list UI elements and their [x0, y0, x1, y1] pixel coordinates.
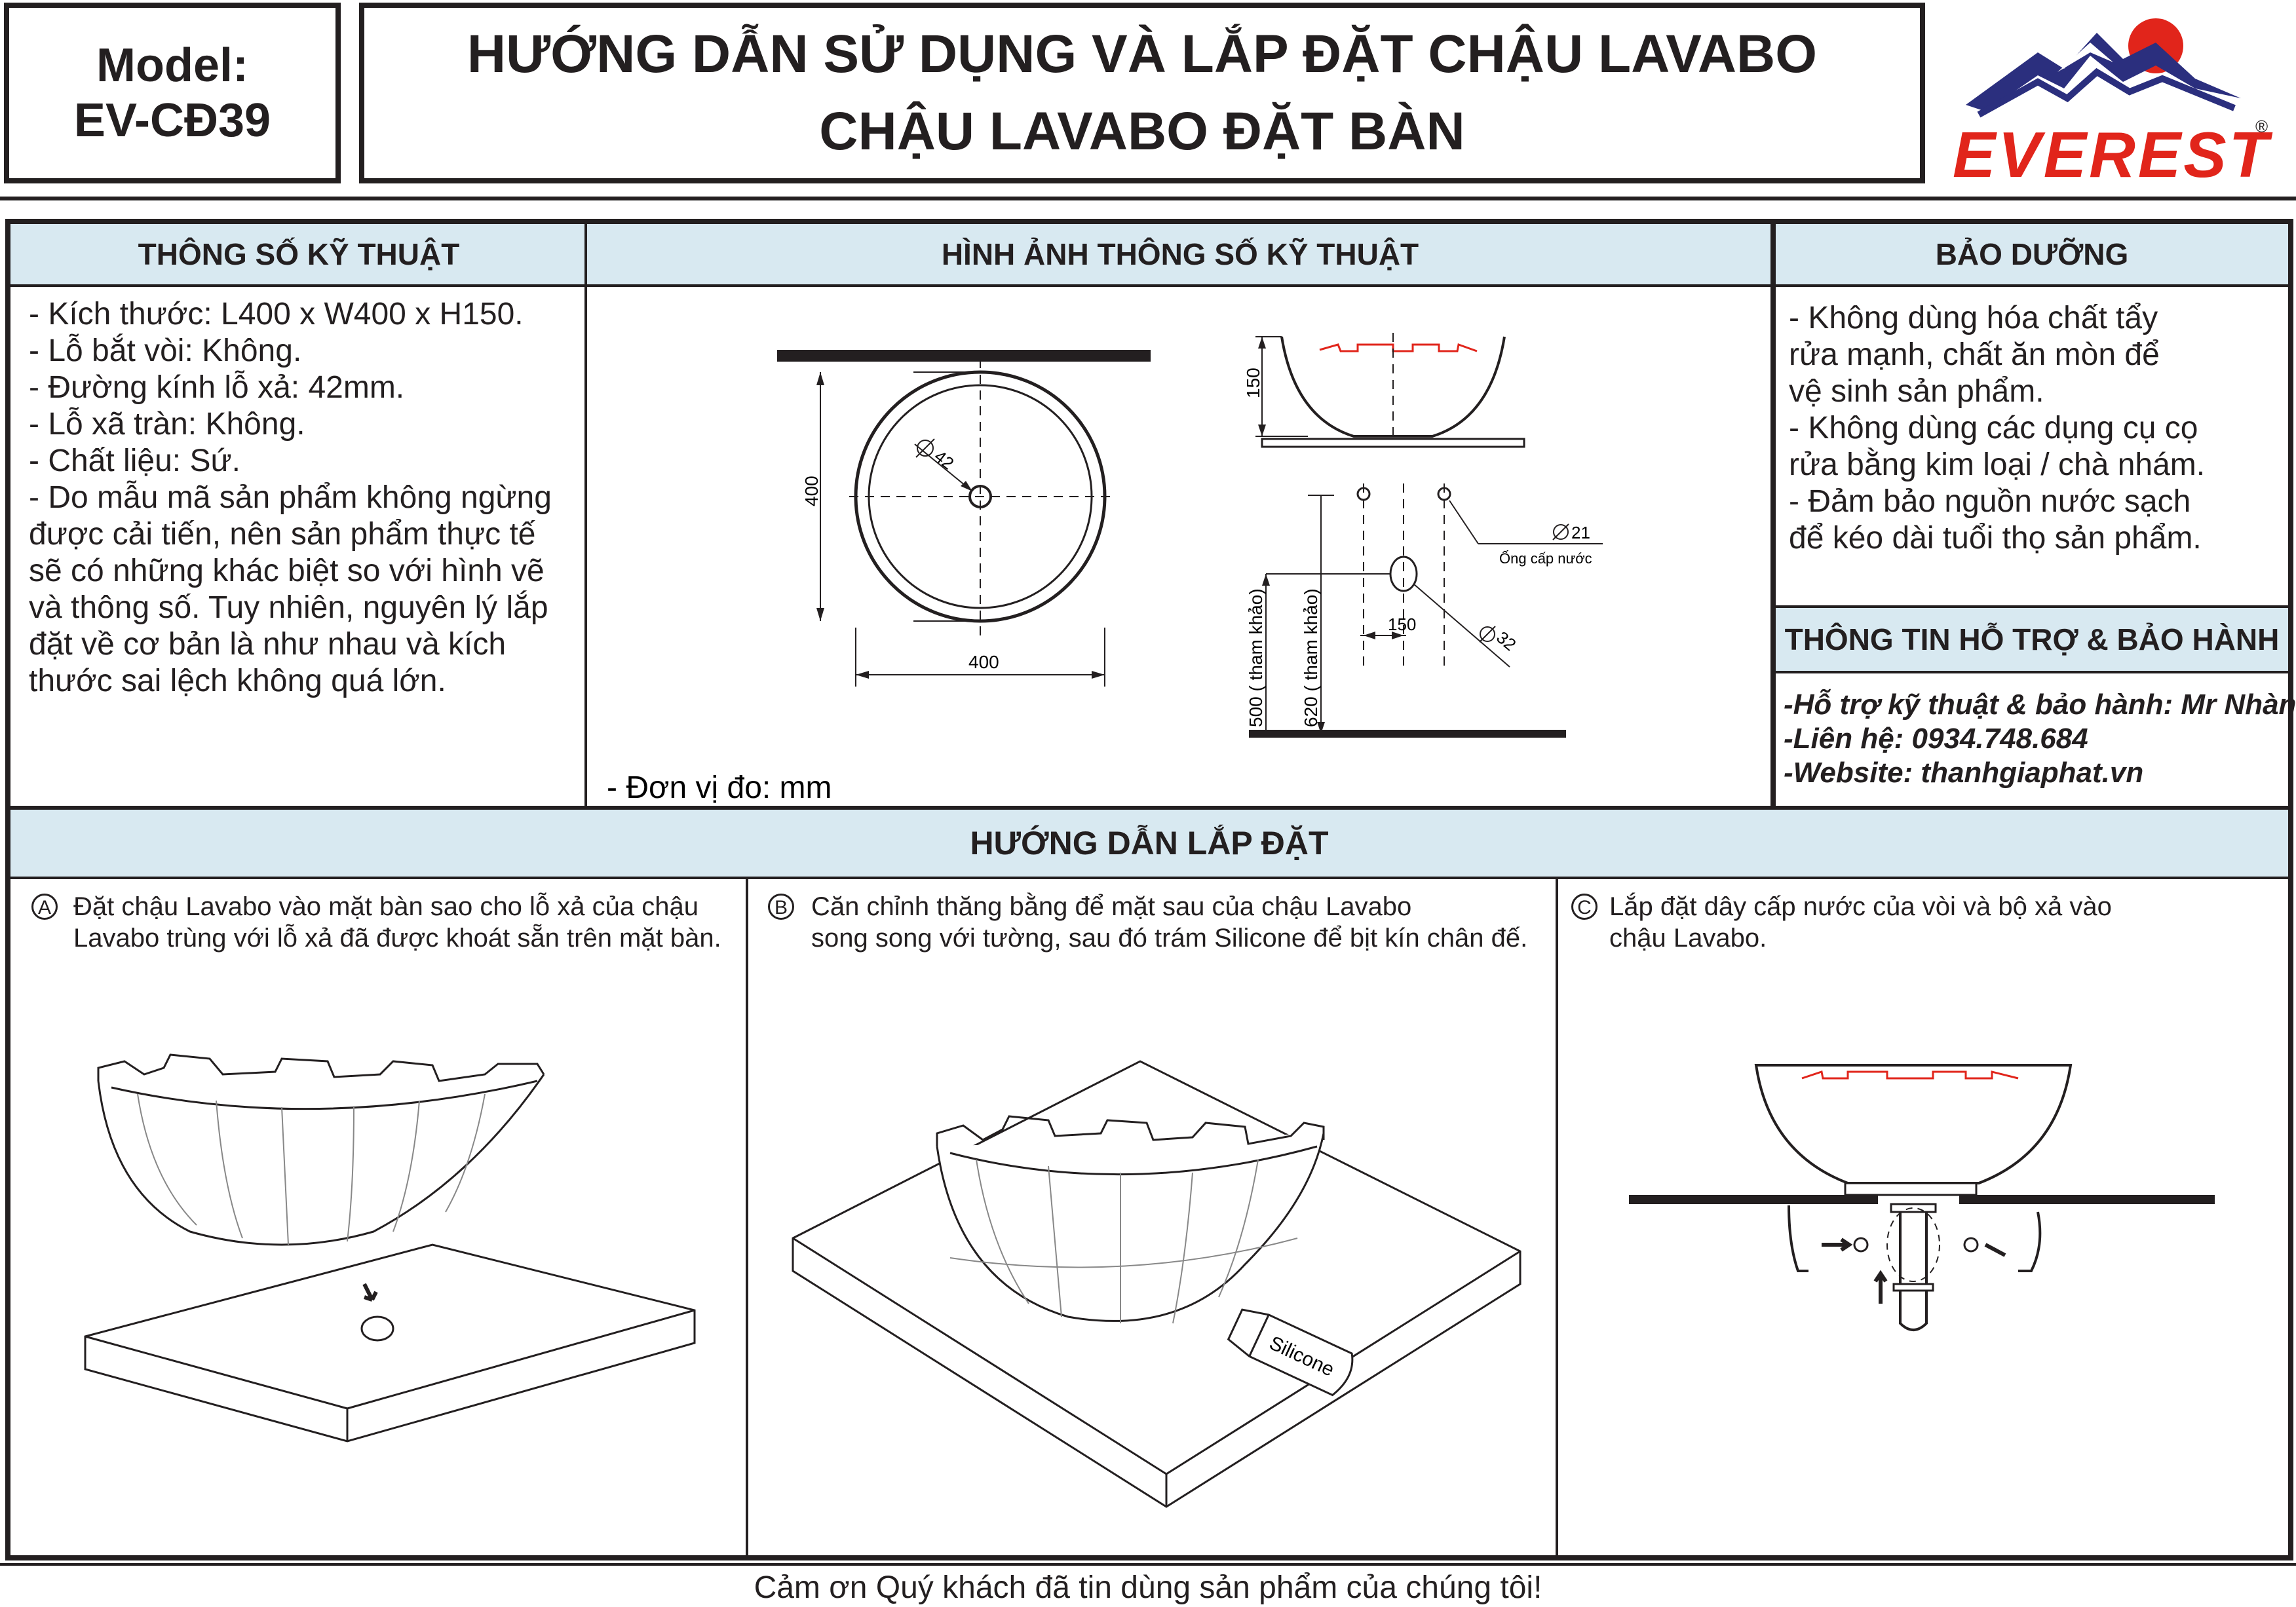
step-a-illustration — [84, 1053, 696, 1443]
maintenance-line: - Không dùng các dụng cụ cọ — [1789, 411, 2198, 445]
step-divider-2 — [1556, 879, 1558, 1560]
support-website: -Website: thanhgiaphat.vn — [1784, 757, 2144, 789]
spec-line: - Chất liệu: Sứ. — [29, 444, 240, 478]
install-heading: HƯỚNG DẪN LẮP ĐẶT — [10, 810, 2288, 879]
support-line: -Hỗ trợ kỹ thuật & bảo hành: Mr Nhàn — [1784, 689, 2296, 721]
spec-line: sẽ có những khác biệt so với hình vẽ — [29, 554, 545, 588]
spec-line: thước sai lệch không quá lớn. — [29, 664, 446, 698]
step-b-illustration: Silicone — [792, 1060, 1521, 1508]
support-heading: THÔNG TIN HỖ TRỢ & BẢO HÀNH — [1776, 608, 2288, 673]
countertop — [84, 1243, 696, 1443]
dim-150-height: 150 — [1243, 368, 1263, 398]
specs-list: - Kích thước: L400 x W400 x H150. - Lỗ b… — [29, 296, 586, 700]
spec-line: - Lỗ bắt vòi: Không. — [29, 333, 302, 368]
model-label: Model: — [96, 39, 248, 92]
step-a-text-1: Đặt chậu Lavabo vào mặt bàn sao cho lỗ x… — [73, 892, 698, 921]
main-frame — [5, 219, 2293, 1560]
spec-line: đặt về cơ bản là như nhau và kích — [29, 627, 507, 662]
install-divider-top — [10, 806, 2288, 810]
dim-d42: 42 — [930, 446, 957, 473]
step-b-badge: B — [768, 894, 794, 920]
step-c-badge: C — [1571, 894, 1598, 920]
maintenance-line: rửa mạnh, chất ăn mòn để — [1789, 337, 2160, 372]
mountain-logo-icon — [1966, 18, 2241, 118]
dim-400-horizontal: 400 — [968, 652, 999, 672]
model-box: Model: EV-CĐ39 — [4, 3, 341, 183]
page-title: HƯỚNG DẪN SỬ DỤNG VÀ LẮP ĐẶT CHẬU LAVABO — [467, 24, 1818, 84]
countertop-section — [1629, 1195, 1878, 1204]
dim-500-reference: 500 ( tham khảo) — [1246, 588, 1266, 727]
step-divider-1 — [746, 879, 748, 1560]
brand-name: EVEREST — [1953, 119, 2271, 191]
spec-line: - Do mẫu mã sản phẩm không ngừng — [29, 480, 552, 515]
footer-rule — [0, 1563, 2296, 1566]
maintenance-list: - Không dùng hóa chất tẩy rửa mạnh, chất… — [1789, 300, 2287, 557]
title-box: HƯỚNG DẪN SỬ DỤNG VÀ LẮP ĐẶT CHẬU LAVABO… — [359, 3, 1925, 183]
maintenance-line: - Không dùng hóa chất tẩy — [1789, 301, 2158, 335]
basin — [97, 1074, 545, 1246]
step-c-text-2: chậu Lavabo. — [1609, 924, 1767, 953]
col-divider-2 — [1770, 224, 1776, 807]
drain-outlet — [1389, 556, 1418, 592]
basin — [936, 1133, 1325, 1322]
maintenance-heading: BẢO DƯỠNG — [1776, 224, 2288, 287]
step-b-text-1: Căn chỉnh thăng bằng để mặt sau của chậu… — [811, 892, 1412, 921]
registered-mark: ® — [2255, 117, 2268, 136]
basin-side — [1754, 1064, 2073, 1184]
header-rule — [0, 197, 2296, 200]
maintenance-line: vệ sinh sản phẩm. — [1789, 374, 2044, 409]
countertop-side — [1261, 438, 1525, 448]
step-a: A Đặt chậu Lavabo vào mặt bàn sao cho lỗ… — [10, 891, 746, 954]
spec-line: - Đường kính lỗ xả: 42mm. — [29, 370, 405, 405]
spec-line: được cải tiến, nên sản phẩm thực tế — [29, 517, 536, 552]
counter-drain-hole — [360, 1315, 394, 1342]
step-c-text-1: Lắp đặt dây cấp nước của vòi và bộ xả và… — [1609, 892, 2112, 921]
step-c: C Lắp đặt dây cấp nước của vòi và bộ xả … — [1558, 891, 2288, 954]
step-a-text-2: Lavabo trùng với lỗ xả đã được khoát sẵn… — [73, 924, 721, 953]
dim-150-width: 150 — [1388, 614, 1416, 634]
spec-line: và thông số. Tuy nhiên, nguyên lý lắp — [29, 590, 548, 625]
everest-logo: EVEREST ® — [1953, 7, 2280, 191]
step-a-badge: A — [31, 894, 58, 920]
unit-note: - Đơn vị đo: mm — [607, 770, 832, 805]
spec-line: - Lỗ xã tràn: Không. — [29, 407, 305, 442]
drawing-heading: HÌNH ẢNH THÔNG SỐ KỸ THUẬT — [587, 224, 1773, 287]
maintenance-line: - Đảm bảo nguồn nước sạch — [1789, 484, 2191, 519]
silicone-tube-icon: Silicone — [1227, 1308, 1354, 1397]
dim-d21: 21 — [1571, 523, 1590, 542]
maintenance-line: rửa bằng kim loại / chà nhám. — [1789, 447, 2206, 482]
floor-line — [1249, 730, 1566, 738]
dim-400-vertical: 400 — [801, 476, 822, 506]
col-divider-1 — [584, 224, 587, 807]
dim-d32: 32 — [1493, 628, 1520, 655]
support-divider-top — [1776, 605, 2288, 608]
wall-line — [777, 350, 1151, 362]
page-subtitle: CHẬU LAVABO ĐẶT BÀN — [819, 102, 1465, 161]
spec-line: - Kích thước: L400 x W400 x H150. — [29, 297, 524, 331]
step-b: B Căn chỉnh thăng bằng để mặt sau của ch… — [748, 891, 1556, 954]
countertop-section — [1959, 1195, 2215, 1204]
technical-drawing: 400 400 42 150 21 Ống cấp nước 150 32 50… — [607, 333, 1603, 805]
step-b-text-2: song song với tường, sau đó trám Silicon… — [811, 924, 1528, 953]
model-code: EV-CĐ39 — [73, 94, 271, 147]
support-phone: -Liên hệ: 0934.748.684 — [1784, 723, 2088, 755]
specs-heading: THÔNG SỐ KỸ THUẬT — [10, 224, 587, 287]
maintenance-line: để kéo dài tuổi thọ sản phẩm. — [1789, 521, 2202, 556]
dim-620-reference: 620 ( tham khảo) — [1301, 588, 1321, 727]
footer-thanks: Cảm ơn Quý khách đã tin dùng sản phẩm củ… — [754, 1570, 1542, 1605]
water-pipe-label: Ống cấp nước — [1499, 550, 1592, 567]
step-c-illustration — [1629, 1064, 2215, 1331]
support-list: -Hỗ trợ kỹ thuật & bảo hành: Mr Nhàn -Li… — [1784, 688, 2296, 790]
drain-pipe — [1899, 1204, 1928, 1331]
